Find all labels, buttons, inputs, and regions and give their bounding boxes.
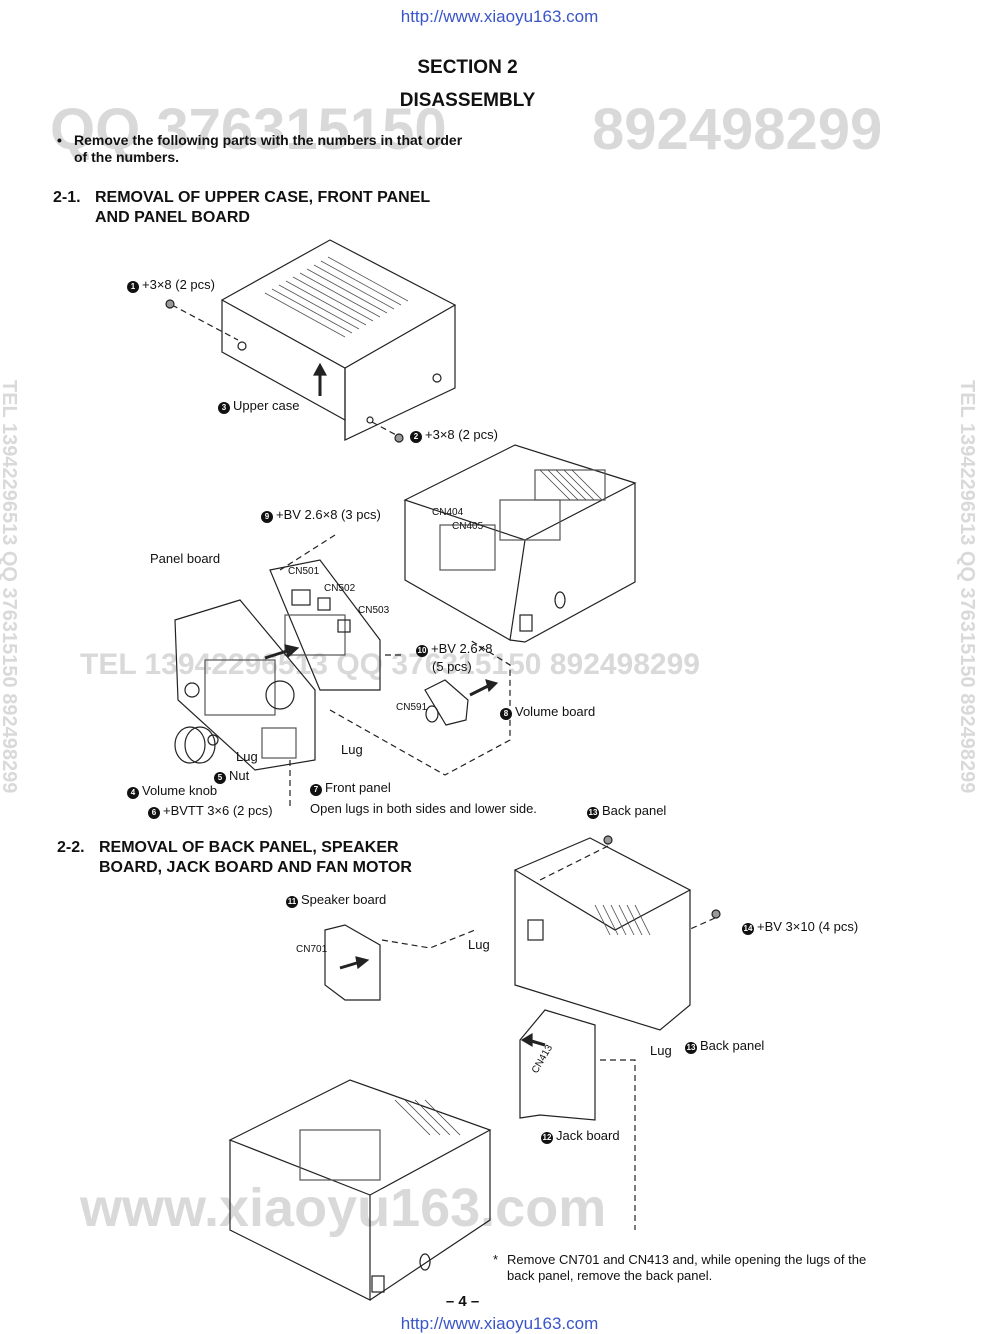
label-screw-1: 1+3×8 (2 pcs): [127, 277, 215, 293]
label-screw-10-count: (5 pcs): [432, 659, 472, 674]
label-cn502: CN502: [324, 583, 356, 594]
volume-knob-drawing: [174, 726, 291, 808]
step-number-13: 13: [587, 807, 599, 819]
step-number-3: 3: [218, 402, 230, 414]
label-screw-6: 6+BVTT 3×6 (2 pcs): [148, 803, 273, 819]
step-number-11: 11: [286, 896, 298, 908]
note-marker: *: [493, 1252, 499, 1267]
section-2-1-title-line2: AND PANEL BOARD: [95, 209, 250, 226]
section-2-1-title-line1: REMOVAL OF UPPER CASE, FRONT PANEL: [95, 189, 431, 206]
section-2-1-number: 2-1.: [53, 189, 81, 206]
step-number-4: 4: [127, 787, 139, 799]
step-number-10: 10: [416, 645, 428, 657]
page-number: – 4 –: [445, 1293, 480, 1310]
section-2-2-number: 2-2.: [57, 839, 85, 856]
step-number-14: 14: [742, 923, 754, 935]
front-panel-drawing: [174, 599, 316, 771]
label-cn405: CN405: [452, 521, 484, 532]
jack-board-drawing: [519, 1009, 636, 1230]
intro-bullet: •: [57, 132, 62, 148]
label-open-lugs: Open lugs in both sides and lower side.: [310, 801, 537, 816]
label-screw-14: 14+BV 3×10 (4 pcs): [742, 919, 859, 935]
section-heading: SECTION 2: [417, 57, 518, 78]
intro-text: Remove the following parts with the numb…: [74, 132, 463, 165]
speaker-board-drawing: [324, 924, 476, 1001]
note-text: Remove CN701 and CN413 and, while openin…: [507, 1252, 867, 1283]
volume-board-drawing: [329, 639, 511, 776]
watermark-bottom: www.xiaoyu163.com: [80, 1178, 607, 1238]
upper-case-drawing: [165, 239, 457, 443]
step-number-9: 9: [261, 511, 273, 523]
step-number-13-b: 13: [685, 1042, 697, 1054]
label-cn404: CN404: [432, 507, 464, 518]
watermark-mid: TEL 13942296513 QQ 376315150 892498299: [80, 648, 700, 681]
watermark-top-number: 892498299: [592, 97, 883, 162]
step-number-5: 5: [214, 772, 226, 784]
label-lug-lower: Lug: [650, 1043, 672, 1058]
watermark-top-qq: QQ 376315150: [50, 97, 447, 162]
bottom-unit-drawing: [228, 1079, 492, 1301]
label-screw-2: 2+3×8 (2 pcs): [410, 427, 498, 443]
section-2-2-title-line2: BOARD, JACK BOARD AND FAN MOTOR: [99, 859, 412, 876]
header-url[interactable]: http://www.xiaoyu163.com: [400, 7, 599, 26]
label-lug-upper: Lug: [468, 937, 490, 952]
label-screw-9: 9+BV 2.6×8 (3 pcs): [261, 507, 381, 523]
label-lug-left: Lug: [236, 749, 258, 764]
page-title: DISASSEMBLY: [399, 90, 536, 111]
step-number-6: 6: [148, 807, 160, 819]
main-unit-chassis-top: [403, 444, 637, 643]
label-cn591: CN591: [396, 702, 428, 713]
step-number-1: 1: [127, 281, 139, 293]
label-cn701: CN701: [296, 944, 328, 955]
step-number-2: 2: [410, 431, 422, 443]
label-cn501: CN501: [288, 566, 320, 577]
footer-url[interactable]: http://www.xiaoyu163.com: [400, 1314, 599, 1333]
label-panel-board: Panel board: [150, 551, 221, 566]
label-lug-right: Lug: [341, 742, 363, 757]
step-number-8: 8: [500, 708, 512, 720]
back-unit-drawing: [513, 835, 721, 1031]
label-screw-10: 10+BV 2.6×8: [416, 641, 493, 657]
section-2-2-title-line1: REMOVAL OF BACK PANEL, SPEAKER: [99, 839, 399, 856]
panel-board-drawing: [269, 534, 405, 691]
step-number-7: 7: [310, 784, 322, 796]
label-cn503: CN503: [358, 605, 390, 616]
step-number-12: 12: [541, 1132, 553, 1144]
